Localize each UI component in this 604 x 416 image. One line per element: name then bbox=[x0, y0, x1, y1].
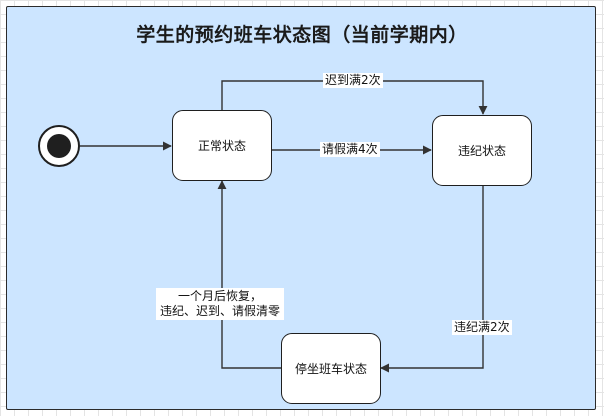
state-violation-label: 违纪状态 bbox=[457, 144, 506, 158]
arrow-violation-to-suspended bbox=[380, 186, 484, 373]
transition-label-late: 迟到满2次 bbox=[323, 73, 383, 88]
transition-label-leave: 请假满4次 bbox=[320, 142, 380, 157]
state-suspended[interactable]: 停坐班车状态 bbox=[281, 333, 381, 404]
state-suspended-label: 停坐班车状态 bbox=[294, 362, 367, 376]
diagram-title: 学生的预约班车状态图（当前学期内） bbox=[136, 24, 468, 46]
initial-state-icon bbox=[38, 125, 80, 167]
transition-label-violation: 违纪满2次 bbox=[452, 320, 512, 335]
state-violation[interactable]: 违纪状态 bbox=[432, 115, 532, 186]
transition-label-recover: 一个月后恢复， 违纪、迟到、请假清零 bbox=[156, 288, 285, 320]
arrow-recover bbox=[217, 180, 281, 369]
recover-line-1: 一个月后恢复， bbox=[178, 289, 263, 303]
state-normal[interactable]: 正常状态 bbox=[172, 110, 272, 181]
recover-line-2: 违纪、迟到、请假清零 bbox=[160, 304, 281, 318]
state-normal-label: 正常状态 bbox=[197, 139, 246, 153]
